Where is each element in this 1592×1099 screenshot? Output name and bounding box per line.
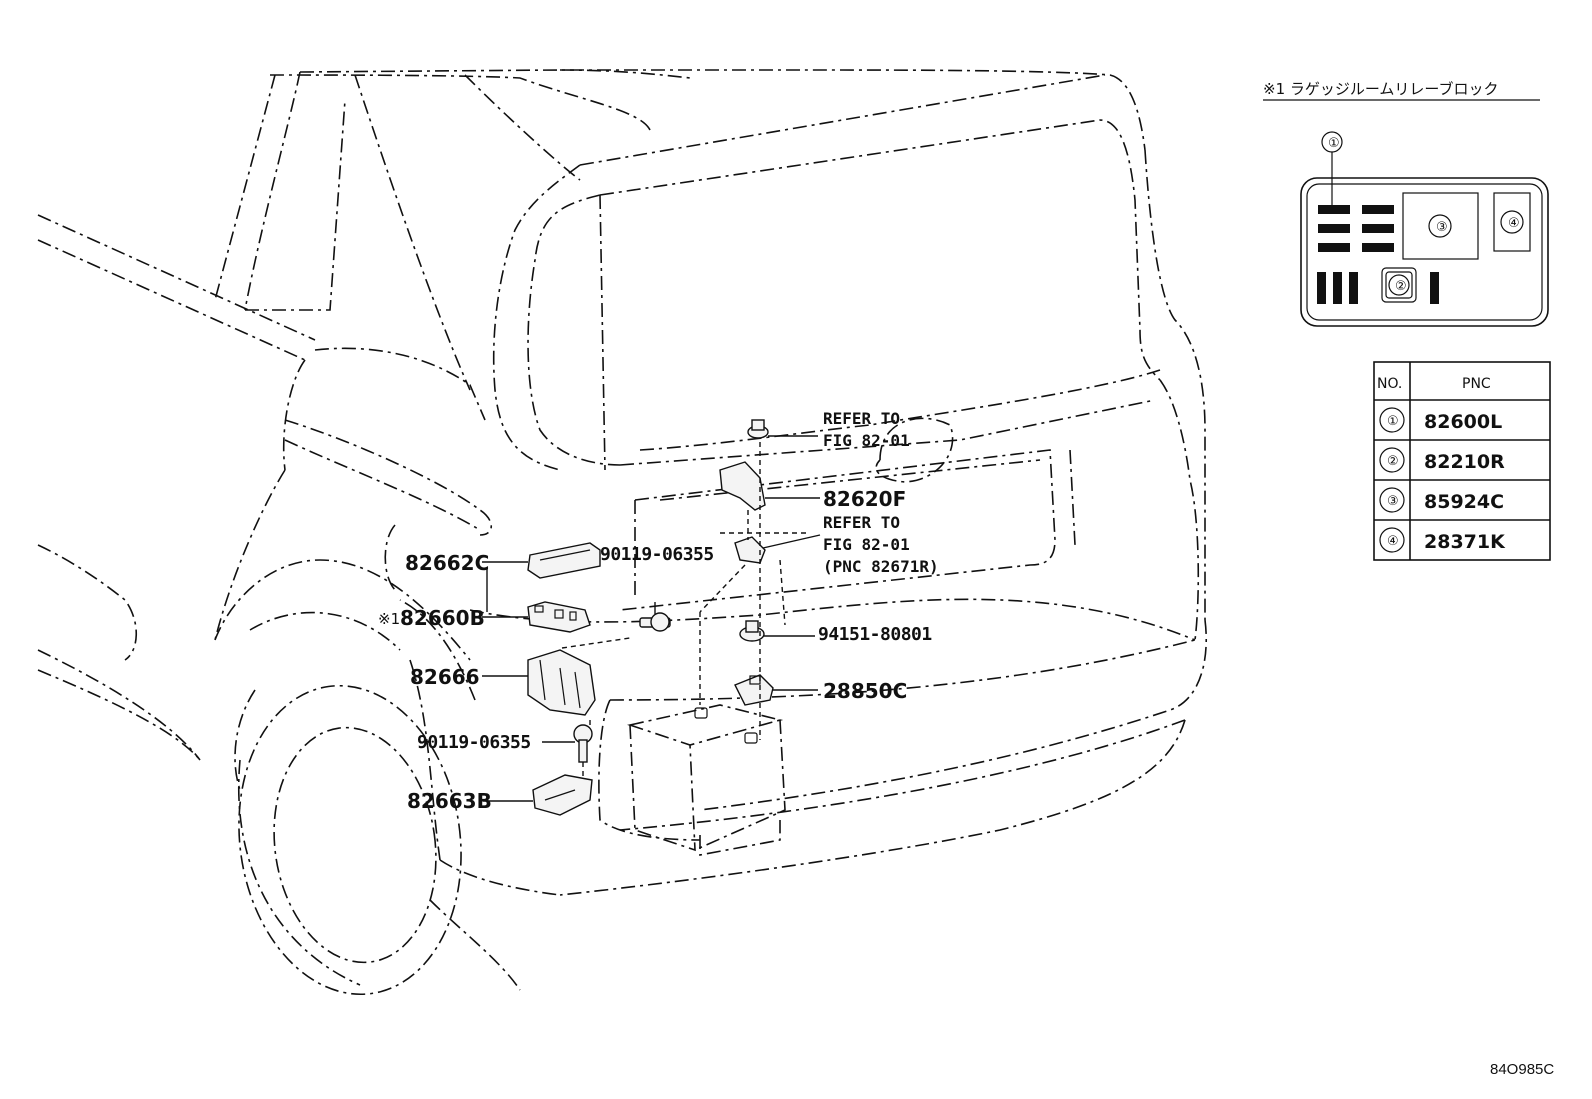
pnc-row-2-no: ② xyxy=(1387,454,1399,469)
battery-illustration xyxy=(627,704,786,856)
label-28850c: 28850C xyxy=(823,679,907,703)
callout-1-text: ① xyxy=(1328,136,1340,151)
ref1-line2: FIG 82-01 xyxy=(823,431,910,450)
relay-block-bracket-part xyxy=(527,649,596,716)
label-94151: 94151-80801 xyxy=(818,624,932,645)
pnc-row-2-pnc: 82210R xyxy=(1424,451,1505,473)
label-82666: 82666 xyxy=(410,665,480,689)
lower-bracket-part xyxy=(532,774,593,816)
callout-4-text: ④ xyxy=(1508,216,1520,231)
bolt-upper-part xyxy=(639,612,671,632)
label-82662c: 82662C xyxy=(405,551,489,575)
pnc-row-4-no: ④ xyxy=(1387,534,1399,549)
wire-clamp-82620f-part xyxy=(719,461,766,511)
relay-block-title: ※1 ラゲッジルームリレーブロック xyxy=(1263,80,1499,98)
ref1-line1: REFER TO xyxy=(823,409,900,428)
pnc-table: NO. PNC ① 82600L ② 82210R ③ 85924C ④ 283… xyxy=(1373,361,1551,561)
pnc-row-3-no: ③ xyxy=(1387,494,1399,509)
figure-code: 84O985C xyxy=(1490,1061,1554,1078)
bolt-lower-part xyxy=(573,724,593,763)
label-mark1: ※1 xyxy=(378,610,400,628)
relay-block-part xyxy=(527,601,591,633)
ref2-line1: REFER TO xyxy=(823,513,900,532)
relay-block-cover-part xyxy=(527,542,601,579)
pnc-row-1-pnc: 82600L xyxy=(1424,411,1502,433)
part-labels: 82662C ※1 82660B 82666 90119-06355 82663… xyxy=(378,409,939,813)
battery-terminal-28850c-part xyxy=(734,674,774,706)
ref2-line3: (PNC 82671R) xyxy=(823,557,939,576)
label-90119-lower: 90119-06355 xyxy=(417,732,531,753)
callout-2-text: ② xyxy=(1395,279,1407,294)
label-82663b: 82663B xyxy=(407,789,492,813)
wire-clamp-ref-part xyxy=(734,536,766,564)
callout-3-text: ③ xyxy=(1436,220,1448,235)
label-90119-upper: 90119-06355 xyxy=(600,544,714,565)
nut-94151-part xyxy=(739,620,765,642)
leader-lines xyxy=(482,435,821,802)
vehicle-outline xyxy=(37,69,1208,996)
ref2-line2: FIG 82-01 xyxy=(823,535,910,554)
relay-block-inset: ※1 ラゲッジルームリレーブロック ① ③ ④ ② xyxy=(1263,80,1549,327)
label-82620f: 82620F xyxy=(823,487,906,511)
pnc-header-pnc: PNC xyxy=(1462,376,1491,392)
nut-upper-part xyxy=(747,419,769,439)
label-82660b: 82660B xyxy=(400,606,485,630)
pnc-row-3-pnc: 85924C xyxy=(1424,491,1504,513)
pnc-row-4-pnc: 28371K xyxy=(1424,531,1506,553)
pnc-header-no: NO. xyxy=(1377,376,1402,392)
pnc-row-1-no: ① xyxy=(1387,414,1399,429)
